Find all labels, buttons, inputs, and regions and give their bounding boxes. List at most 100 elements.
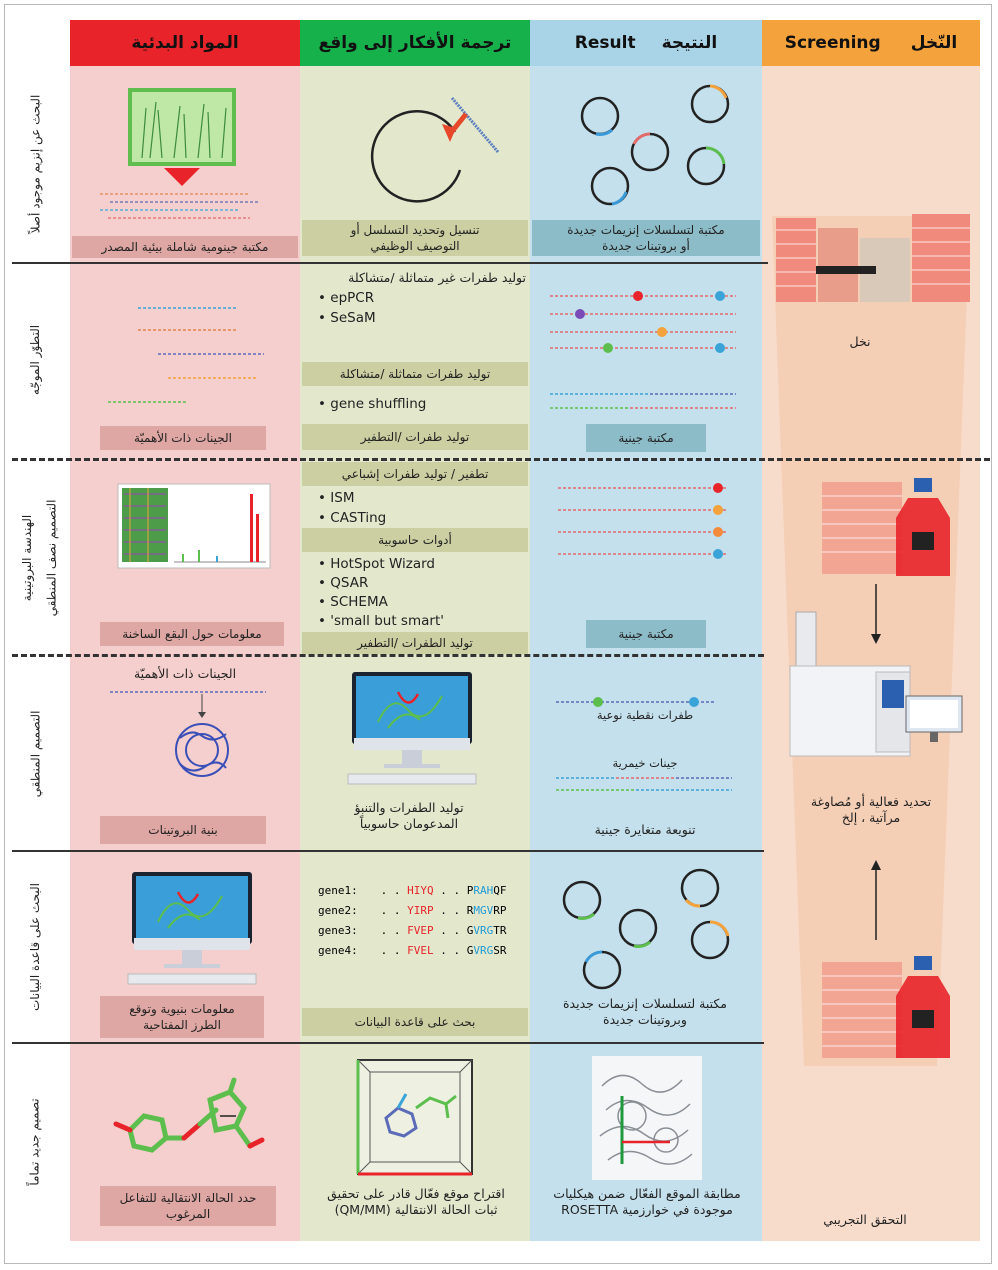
gene-motif-b-tail: TR xyxy=(493,924,507,937)
gene-dots: . . xyxy=(380,884,401,897)
screening-funnel-shade xyxy=(772,216,970,1066)
row-divider-5 xyxy=(12,1042,764,1044)
result-caption-r1-line1: مكتبة لتسلسلات إنزيمات جديدة xyxy=(567,222,725,237)
raw-caption-r6-line1: حدد الحالة الانتقالية للتفاعل xyxy=(119,1190,257,1205)
result-caption-r4: تنويعة متغايرة جينية xyxy=(594,822,696,837)
raw-materials-column xyxy=(70,66,300,1241)
computer-modeling-image-r4 xyxy=(347,672,477,785)
trans-caption-r4: توليد الطفرات والتنبؤ المدعومان حاسوبياً xyxy=(316,800,502,833)
trans-r2-title2: توليد طفرات متماثلة /متشاكلة xyxy=(302,362,528,386)
header-result: Result النتيجة xyxy=(530,20,762,66)
trans-r3-bullet-qsar: • QSAR xyxy=(318,575,369,591)
raw-r4-top: الجينات ذات الأهميّة xyxy=(133,666,237,681)
gene-alignment-row: gene4: . . FVEL . . GVRGSR xyxy=(318,944,528,964)
raw-caption-r5-line1: معلومات بنيوية وتوقع xyxy=(129,1001,235,1016)
row-label-directed-evolution: التطوّر الموجّه xyxy=(28,324,42,396)
transition-state-molecule xyxy=(113,1077,265,1153)
gene-alignment-row: gene3: . . FVEP . . GVRGTR xyxy=(318,924,528,944)
gene-name: gene4: xyxy=(318,944,358,957)
trans-caption-r4-line2: المدعومان حاسوبياً xyxy=(359,816,459,832)
row-label-rational-design: التصميم المنطقي xyxy=(28,710,42,798)
gene-alignment-row: gene1: . . HIYQ . . PRAHQF xyxy=(318,884,528,904)
trans-caption-r5: بحث على قاعدة البيانات xyxy=(302,1008,528,1036)
row-divider-3 xyxy=(12,654,764,657)
row-label-existing-enzyme: البحث عن إنزيم موجود أصلاً xyxy=(28,94,42,234)
gene-motif-b-highlight: RAH xyxy=(473,884,494,897)
gene-alignment-block: gene1: . . HIYQ . . PRAHQF gene2: . . YI… xyxy=(318,884,528,964)
trans-caption-r3: توليد الطفرات /التطفير xyxy=(302,632,528,654)
trans-caption-r6-line1: اقتراح موقع فعّال قادر على تحقيق xyxy=(327,1186,505,1201)
trans-caption-r6-line2: ثبات الحالة الانتقالية (QM/MM) xyxy=(334,1202,498,1218)
screen-label-2-line1: تحديد فعالية أو مُصاوغة xyxy=(810,794,932,809)
gene-to-protein-diagram xyxy=(110,691,266,777)
trans-r3-title2: أدوات حاسوبية xyxy=(302,528,528,552)
gene-motif-b-head: P xyxy=(466,884,474,897)
screen-label-2: تحديد فعالية أو مُصاوغة مرآتية ، إلخ xyxy=(776,794,966,827)
vector-insert-diagram xyxy=(370,97,500,203)
result-caption-r5: مكتبة لتسلسلات إنزيمات جديدة وبروتينات ج… xyxy=(540,996,750,1029)
result-r4-label1: طفرات نقطية نوعية xyxy=(596,708,694,722)
gene-motif-b-tail: QF xyxy=(493,884,507,897)
header-screening-en: Screening xyxy=(784,33,881,53)
gene-motif-b-tail: SR xyxy=(493,944,507,957)
gene-motif-b-highlight: VRG xyxy=(473,944,494,957)
result-caption-r6-line2: موجودة في خوارزمية ROSETTA xyxy=(561,1202,733,1218)
raw-caption-r3: معلومات حول البقع الساخنة xyxy=(100,622,284,646)
gene-motif-b-head: R xyxy=(466,904,474,917)
gene-motif-a: YIRP xyxy=(407,904,434,917)
gene-motif-a: HIYQ xyxy=(407,884,434,897)
gene-dots: . . xyxy=(380,924,401,937)
qmmm-model-box xyxy=(356,1059,473,1176)
header-translation: ترجمة الأفكار إلى واقع xyxy=(300,20,530,66)
result-caption-r2: مكتبة جينية xyxy=(586,424,706,452)
gene-motif-a: FVEL xyxy=(407,944,434,957)
trans-caption-r4-line1: توليد الطفرات والتنبؤ xyxy=(354,800,464,815)
result-caption-r1: مكتبة لتسلسلات إنزيمات جديدة أو بروتينات… xyxy=(532,220,760,256)
row-label-de-novo: تصميم جديد تماماً xyxy=(28,1098,43,1186)
trans-r2-bullet-eppcr: • epPCR xyxy=(318,290,375,306)
header-raw-materials: المواد البدئية xyxy=(70,20,300,66)
plates-and-bottle-image xyxy=(822,478,950,576)
raw-caption-r5-line2: الطرز المفتاحية xyxy=(143,1018,221,1032)
raw-caption-r6: حدد الحالة الانتقالية للتفاعل المرغوب xyxy=(100,1186,276,1226)
result-caption-r1-line2: أو بروتينات جديدة xyxy=(602,239,690,253)
mutant-genes-r3 xyxy=(558,483,728,559)
rosetta-protein-structure xyxy=(592,1056,702,1180)
gene-sep: . . xyxy=(440,924,461,937)
dna-strands-r1 xyxy=(100,193,260,219)
gene-motif-b-head: G xyxy=(466,924,474,937)
raw-caption-r5: معلومات بنيوية وتوقع الطرز المفتاحية xyxy=(100,996,264,1038)
gene-alignment-row: gene2: . . YIRP . . RMGVRP xyxy=(318,904,528,924)
gene-name: gene2: xyxy=(318,904,358,917)
trans-caption-r2: توليد طفرات /التطفير xyxy=(302,424,528,450)
point-mutation-genes-r4 xyxy=(556,697,732,791)
gene-sep: . . xyxy=(440,944,461,957)
result-column xyxy=(530,66,762,1241)
header-screening: Screening النّخل xyxy=(762,20,980,66)
hplc-instrument-image xyxy=(789,611,963,757)
petri-dish-stacks-image xyxy=(776,214,970,302)
gene-sep: . . xyxy=(440,884,461,897)
header-result-ar: النتيجة xyxy=(661,33,718,53)
gene-motif-b-tail: RP xyxy=(493,904,507,917)
computer-modeling-image-r5 xyxy=(127,872,257,985)
result-caption-r3: مكتبة جينية xyxy=(586,620,706,648)
result-caption-r5-line1: مكتبة لتسلسلات إنزيمات جديدة xyxy=(562,996,728,1011)
gene-sep: . . xyxy=(440,904,461,917)
trans-caption-r1-line1: تنسيل وتحديد التسلسل أو xyxy=(350,222,480,237)
result-caption-r6-line1: مطابقة الموقع الفعّال ضمن هيكليات xyxy=(553,1186,741,1201)
trans-r2-bullet-sesam: • SeSaM xyxy=(318,310,376,326)
gene-motif-b-highlight: MGV xyxy=(473,904,494,917)
header-screening-ar: النّخل xyxy=(910,33,958,53)
raw-caption-r4: بنية البروتينات xyxy=(100,816,266,844)
trans-r3-bullet-casting: • CASTing xyxy=(318,510,387,526)
mutant-genes-r2 xyxy=(550,291,736,409)
row-divider-4 xyxy=(12,850,764,852)
plates-and-bottle-image-2 xyxy=(822,956,950,1058)
row-label-semi-rational: التصميم نصف المنطقي xyxy=(44,499,59,617)
row-divider-2 xyxy=(12,458,990,461)
trans-caption-r1-line2: التوصيف الوظيفي xyxy=(370,239,460,253)
figure-frame xyxy=(4,4,992,1264)
gene-dots: . . xyxy=(380,944,401,957)
raw-caption-r6-line2: المرغوب xyxy=(165,1207,211,1221)
